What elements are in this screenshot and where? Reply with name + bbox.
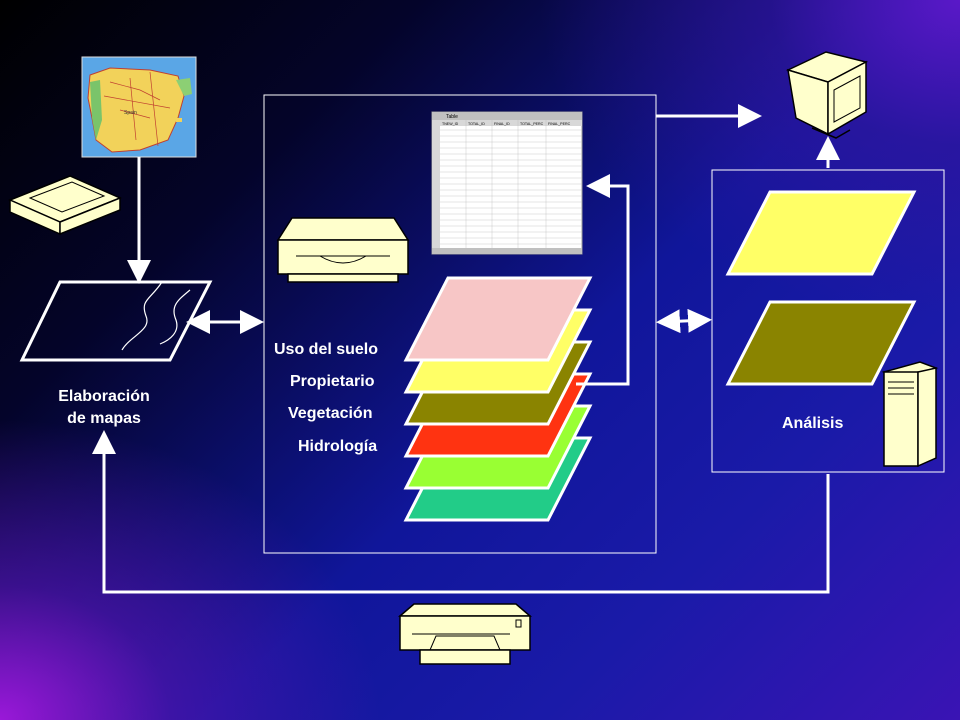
label-elaboracion-line1: Elaboración (58, 388, 150, 405)
spain-map-image (81, 56, 197, 158)
tower-computer-icon (881, 361, 939, 468)
map-country-label: Spain (124, 110, 137, 116)
disk-drive-icon (276, 217, 410, 283)
label-uso-del-suelo: Uso del suelo (274, 341, 379, 358)
scanner-icon (8, 175, 122, 236)
layer-pink (403, 276, 593, 362)
label-propietario: Propietario (290, 373, 375, 390)
layer-stack (403, 276, 593, 522)
label-hidrologia: Hidrología (298, 438, 378, 455)
label-vegetacion: Vegetación (288, 405, 373, 422)
table-header-1: TOTAL_ID (468, 122, 485, 126)
label-elaboracion-line2: de mapas (67, 410, 141, 427)
label-analisis: Análisis (782, 415, 844, 432)
arrow-layers-to-table (576, 174, 630, 386)
map-sheet-icon (19, 280, 213, 362)
table-header-3: TOTAL_PERC (520, 122, 544, 126)
analysis-panel-frame (711, 169, 945, 473)
arrow-analysis-to-mapmaking (92, 430, 830, 594)
table-title: Table (446, 114, 458, 120)
analysis-layer-yellow (725, 190, 917, 276)
table-header-4: FINAL_PERC (548, 122, 571, 126)
monitor-icon (785, 51, 869, 139)
analysis-layer-olive (725, 300, 917, 386)
gis-panel-frame (263, 94, 657, 554)
arrow-gis-analysis (656, 308, 712, 334)
table-header-0: TNEW_ID (442, 122, 459, 126)
table-header-2: FINAL_ID (494, 122, 510, 126)
attribute-table-window (431, 111, 583, 255)
printer-icon (397, 603, 533, 665)
label-elaboracion: Elaboración de mapas (42, 386, 166, 430)
